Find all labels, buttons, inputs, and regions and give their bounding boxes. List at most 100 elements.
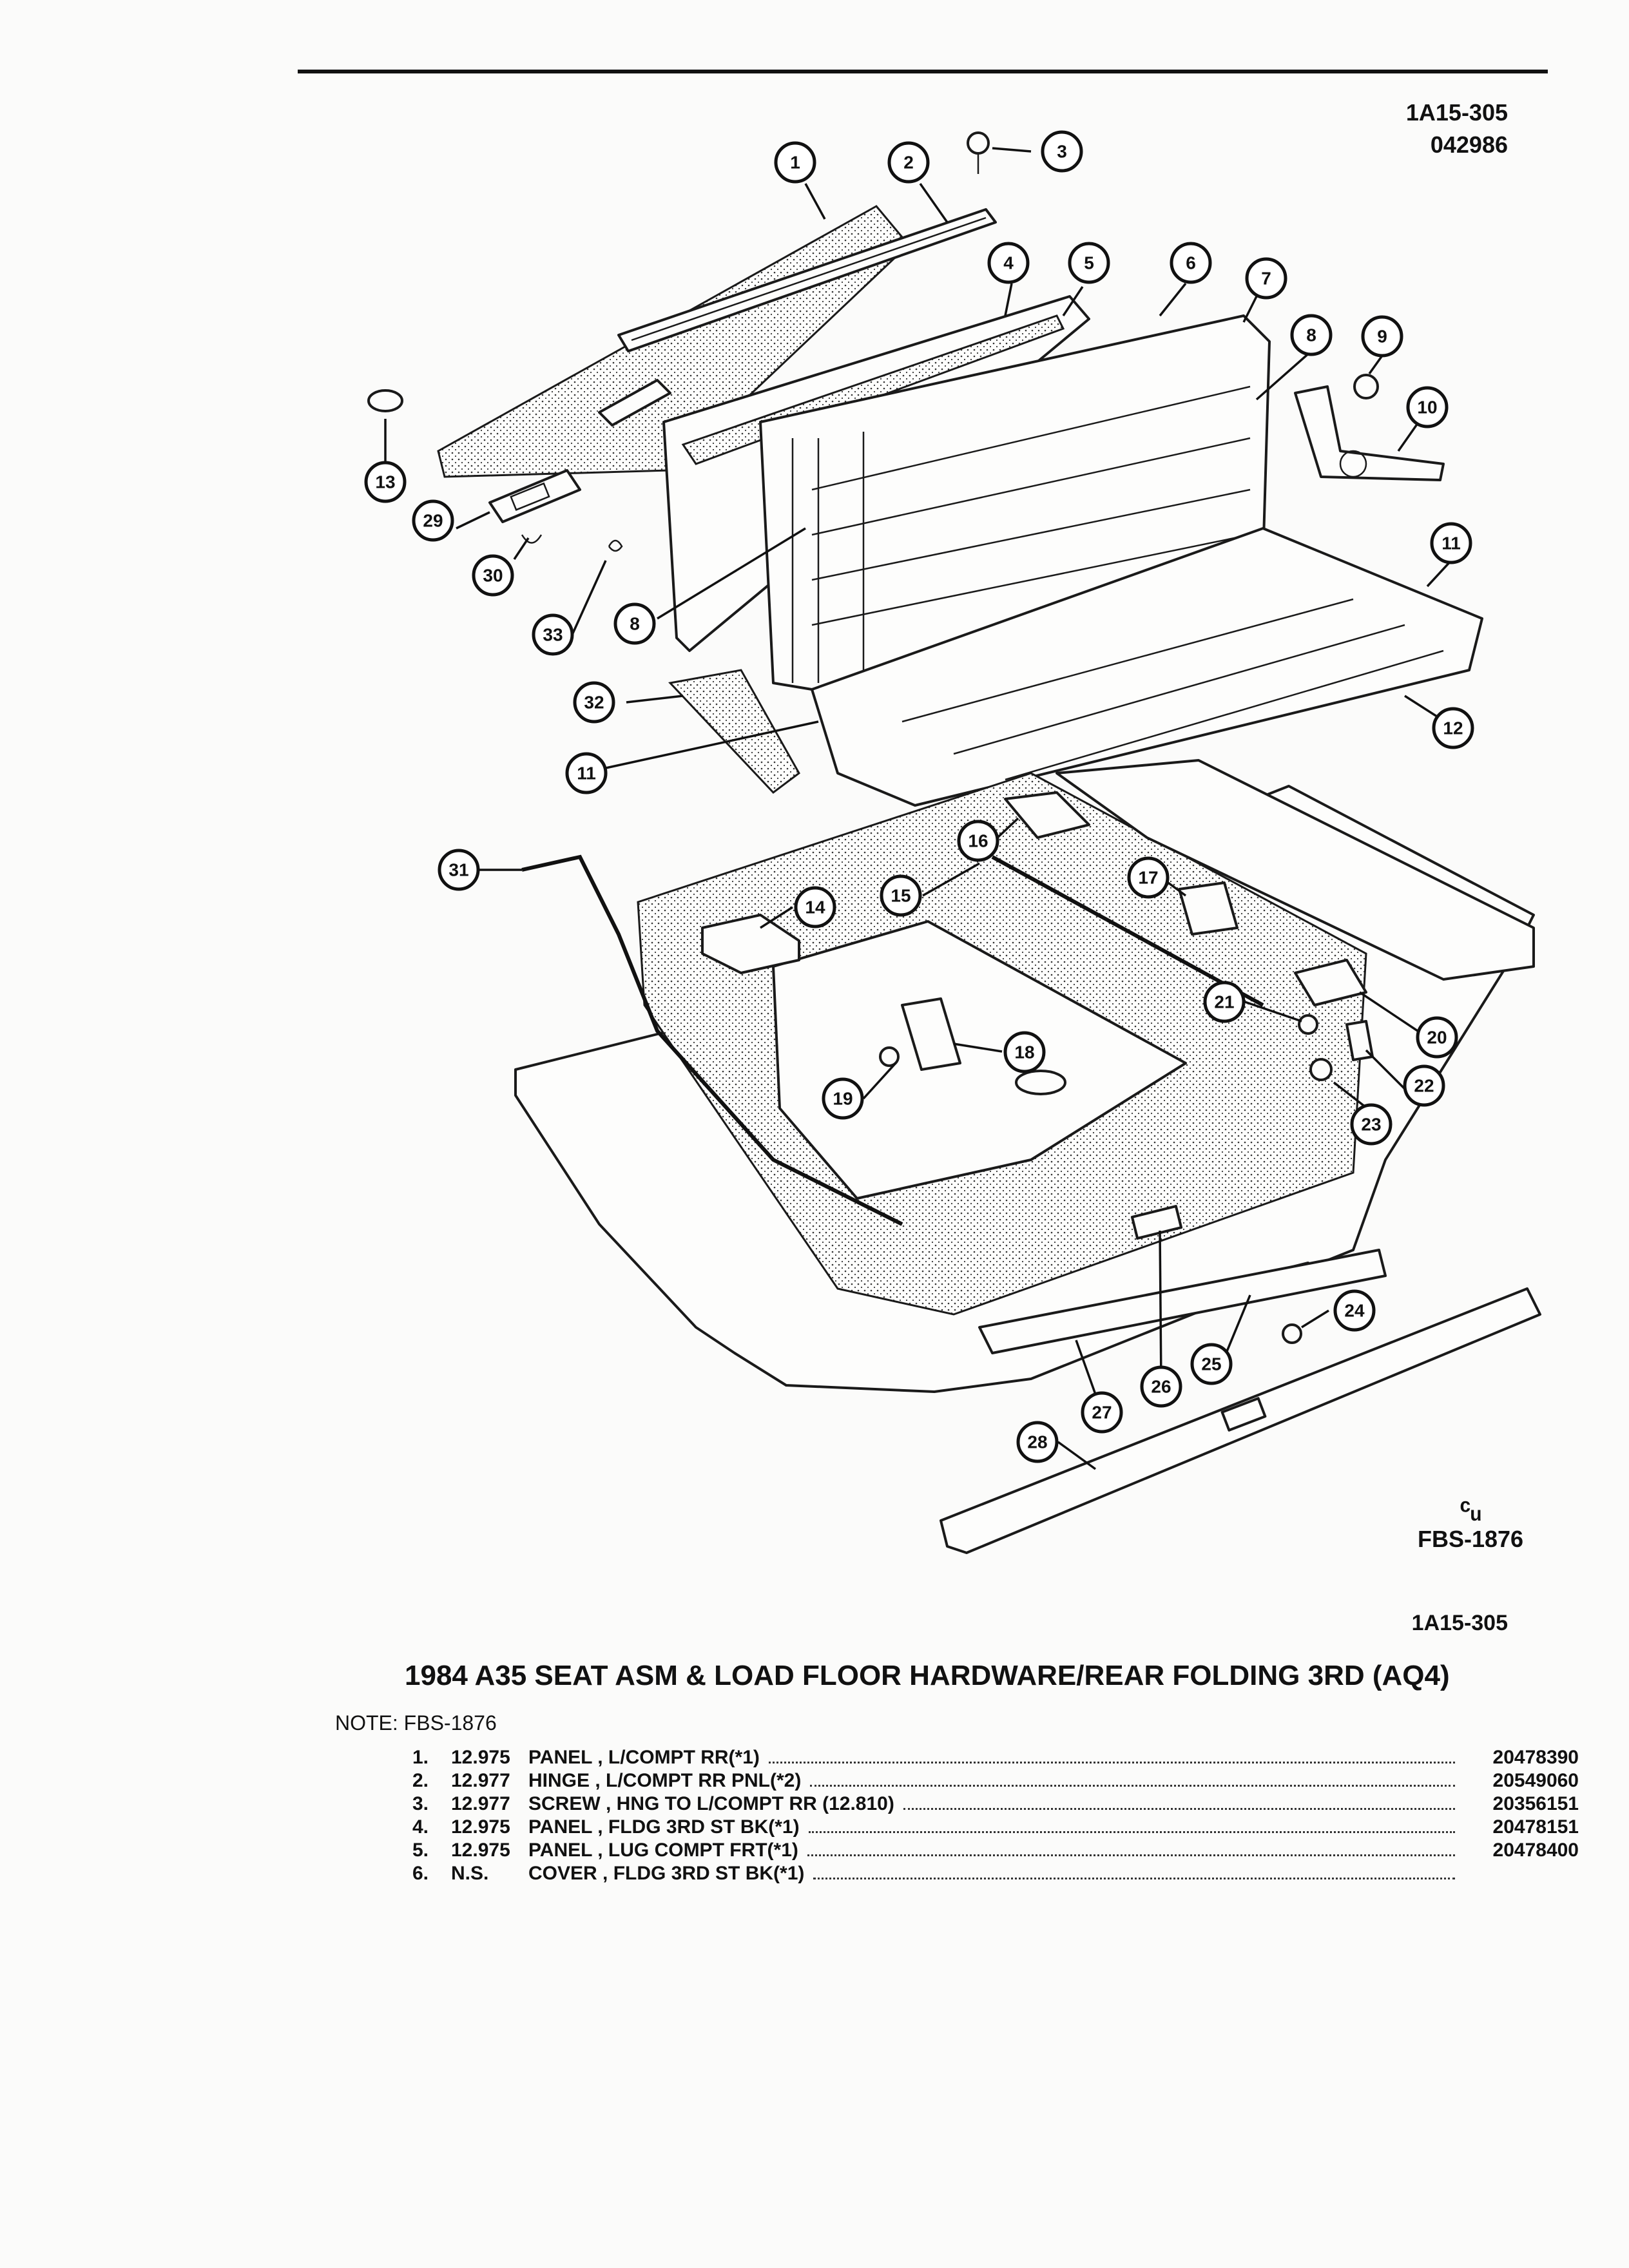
fbs-code: FBS-1876 <box>1418 1526 1524 1552</box>
callout-label: 9 <box>1377 327 1387 347</box>
callout-circle <box>1361 315 1403 358</box>
callout-circle <box>472 554 514 597</box>
callout-8: 8 <box>1290 314 1333 356</box>
callout-circle <box>1003 1031 1046 1073</box>
parts-list-row: 2. 12.977 HINGE , L/COMPT RR PNL(*2) 205… <box>412 1769 1579 1792</box>
callout-label: 10 <box>1417 398 1437 418</box>
callout-circle <box>1203 981 1246 1023</box>
group-code: 12.975 <box>451 1747 510 1768</box>
callout-label: 29 <box>423 511 443 531</box>
callout-label: 2 <box>903 153 914 173</box>
group-code: 12.975 <box>451 1840 510 1861</box>
callout-circle <box>1127 856 1170 899</box>
item-number: 2. <box>412 1770 429 1791</box>
seat-latch-bracket <box>1294 374 1445 481</box>
callout-circle <box>1041 130 1083 173</box>
leader-dots <box>807 1854 1455 1856</box>
callout-label: 20 <box>1427 1028 1447 1048</box>
callout-label: 24 <box>1344 1301 1365 1321</box>
sill-slot <box>1220 1397 1267 1432</box>
callout-circle <box>565 752 608 794</box>
callout-label: 33 <box>543 625 563 645</box>
rod-latch <box>1178 881 1239 936</box>
item-number: 4. <box>412 1816 429 1838</box>
callout-circle <box>1245 257 1287 300</box>
callout-26: 26 <box>1140 1365 1182 1408</box>
callout-4: 4 <box>987 242 1030 284</box>
callout-circle <box>1403 1064 1445 1107</box>
callout-12: 12 <box>1432 707 1474 749</box>
parts-list-row: 5. 12.975 PANEL , LUG COMPT FRT(*1) 2047… <box>412 1839 1579 1862</box>
callout-label: 4 <box>1003 253 1014 273</box>
callout-label: 11 <box>1441 533 1461 553</box>
callout-28: 28 <box>1016 1421 1059 1463</box>
callout-3: 3 <box>1041 130 1083 173</box>
release-rod <box>991 855 1264 1007</box>
callout-13: 13 <box>364 461 407 503</box>
group-code: 12.977 <box>451 1770 510 1791</box>
leader-dots <box>808 1831 1455 1833</box>
callout-label: 25 <box>1201 1354 1221 1374</box>
callout-circle <box>822 1077 864 1120</box>
part-number: 20356151 <box>1492 1793 1579 1814</box>
cu-logo: ᶜᵤ <box>1460 1494 1481 1525</box>
center-latch-plate <box>901 997 961 1071</box>
part-description: PANEL , FLDG 3RD ST BK(*1) <box>528 1816 800 1838</box>
part-number: 20478151 <box>1492 1816 1579 1838</box>
callout-circle <box>1430 522 1472 564</box>
callout-label: 15 <box>891 886 911 906</box>
callout-circle <box>364 461 407 503</box>
callout-circle <box>1068 242 1110 284</box>
callout-9: 9 <box>1361 315 1403 358</box>
callout-11: 11 <box>1430 522 1472 564</box>
callout-label: 27 <box>1092 1403 1112 1423</box>
sill-screw <box>1282 1323 1302 1344</box>
callout-circle <box>1432 707 1474 749</box>
part-description: SCREW , HNG TO L/COMPT RR (12.810) <box>528 1793 894 1814</box>
leader-dots <box>810 1785 1455 1787</box>
date-code: 042986 <box>1430 131 1508 158</box>
callout-circle <box>1170 242 1212 284</box>
retainer-clip <box>608 539 623 552</box>
release-handle <box>488 469 581 544</box>
callout-circle <box>412 499 454 542</box>
callout-label: 31 <box>448 860 468 880</box>
callout-24: 24 <box>1333 1289 1376 1332</box>
item-number: 1. <box>412 1747 429 1768</box>
callout-19: 19 <box>822 1077 864 1120</box>
pivot-bracket <box>1004 791 1090 839</box>
page-ref-bottom: 1A15-305 <box>1411 1611 1508 1635</box>
panel-hinge <box>617 208 997 352</box>
group-code: N.S. <box>451 1863 489 1884</box>
callout-label: 14 <box>805 898 825 918</box>
callout-label: 22 <box>1414 1076 1434 1096</box>
striker-plate <box>701 914 800 974</box>
page-ref: 1A15-305 <box>1405 99 1508 126</box>
callout-label: 28 <box>1027 1432 1047 1452</box>
callout-circle <box>438 849 480 891</box>
bumper <box>1309 1058 1333 1081</box>
callout-25: 25 <box>1190 1343 1233 1385</box>
part-number: 20478390 <box>1492 1747 1579 1768</box>
callout-16: 16 <box>957 820 999 862</box>
hinge-screw <box>967 131 990 174</box>
callout-20: 20 <box>1416 1016 1458 1059</box>
latch-bolt <box>879 1046 900 1067</box>
callout-label: 17 <box>1138 868 1158 888</box>
item-number: 6. <box>412 1863 429 1884</box>
callout-label: 30 <box>483 566 503 586</box>
rear-compartment-panel <box>437 205 911 478</box>
callout-label: 8 <box>630 614 640 634</box>
callout-17: 17 <box>1127 856 1170 899</box>
callout-23: 23 <box>1350 1103 1393 1146</box>
callout-circle <box>887 141 930 184</box>
leader-dots <box>903 1808 1455 1810</box>
callout-8: 8 <box>613 602 656 645</box>
callout-circle <box>532 613 574 656</box>
callout-label: 3 <box>1057 142 1067 162</box>
callout-22: 22 <box>1403 1064 1445 1107</box>
note: NOTE: FBS-1876 <box>335 1711 497 1735</box>
callout-14: 14 <box>794 886 836 928</box>
callout-21: 21 <box>1203 981 1246 1023</box>
callout-label: 1 <box>790 153 800 173</box>
